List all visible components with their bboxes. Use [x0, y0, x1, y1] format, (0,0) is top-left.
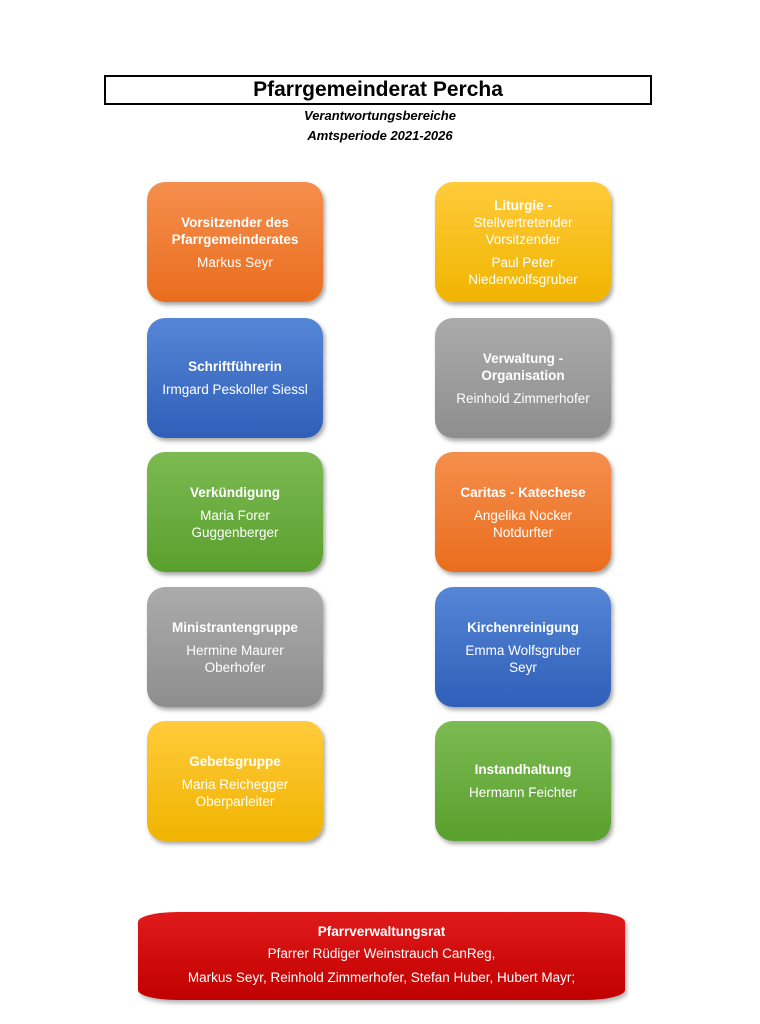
- card-administration: Verwaltung - Organisation Reinhold Zimme…: [435, 318, 611, 438]
- subtitle-responsibilities: Verantwortungsbereiche: [304, 108, 456, 123]
- card-role-deputy: Stellvertretender Vorsitzender: [473, 214, 573, 247]
- parish-admin-council-banner: Pfarrverwaltungsrat Pfarrer Rüdiger Wein…: [138, 912, 625, 1000]
- card-church-cleaning: Kirchenreinigung Emma Wolfsgruber Seyr: [435, 587, 611, 707]
- page-title: Pfarrgemeinderat Percha: [104, 75, 652, 105]
- subtitle-term: Amtsperiode 2021-2026: [307, 128, 453, 143]
- card-role: Kirchenreinigung: [467, 619, 579, 635]
- card-maintenance: Instandhaltung Hermann Feichter: [435, 721, 611, 841]
- card-person: Hermine Maurer Oberhofer: [186, 642, 284, 675]
- card-person: Emma Wolfsgruber Seyr: [465, 642, 581, 675]
- card-person: Maria Reichegger Oberparleiter: [181, 776, 289, 809]
- card-proclamation: Verkündigung Maria Forer Guggenberger: [147, 452, 323, 572]
- card-person: Maria Forer Guggenberger: [191, 507, 279, 540]
- card-altar-servers: Ministrantengruppe Hermine Maurer Oberho…: [147, 587, 323, 707]
- card-person: Irmgard Peskoller Siessl: [162, 382, 308, 397]
- card-secretary: Schriftführerin Irmgard Peskoller Siessl: [147, 318, 323, 438]
- banner-line-2: Markus Seyr, Reinhold Zimmerhofer, Stefa…: [187, 970, 576, 985]
- card-person: Reinhold Zimmerhofer: [456, 390, 590, 406]
- card-role: Vorsitzender des Pfarrgemeinderates: [171, 214, 299, 247]
- card-caritas: Caritas - Katechese Angelika Nocker Notd…: [435, 452, 611, 572]
- card-chairman: Vorsitzender des Pfarrgemeinderates Mark…: [147, 182, 323, 302]
- card-role: Caritas - Katechese: [460, 484, 586, 500]
- card-role: Verkündigung: [189, 484, 280, 500]
- card-person: Hermann Feichter: [468, 785, 578, 800]
- card-role: Ministrantengruppe: [171, 619, 298, 635]
- card-person: Angelika Nocker Notdurfter: [473, 507, 573, 540]
- card-role: Schriftführerin: [188, 359, 282, 374]
- banner-title: Pfarrverwaltungsrat: [317, 924, 446, 939]
- card-role: Gebetsgruppe: [189, 753, 281, 769]
- banner-line-1: Pfarrer Rüdiger Weinstrauch CanReg,: [267, 946, 496, 961]
- card-liturgy: Liturgie - Stellvertretender Vorsitzende…: [435, 182, 611, 302]
- card-role: Liturgie -: [494, 197, 552, 213]
- card-prayer-group: Gebetsgruppe Maria Reichegger Oberparlei…: [147, 721, 323, 841]
- card-person: Markus Seyr: [197, 254, 273, 270]
- card-role: Instandhaltung: [474, 762, 572, 777]
- card-role: Verwaltung - Organisation: [481, 350, 565, 383]
- card-person: Paul Peter Niederwolfsgruber: [468, 254, 578, 287]
